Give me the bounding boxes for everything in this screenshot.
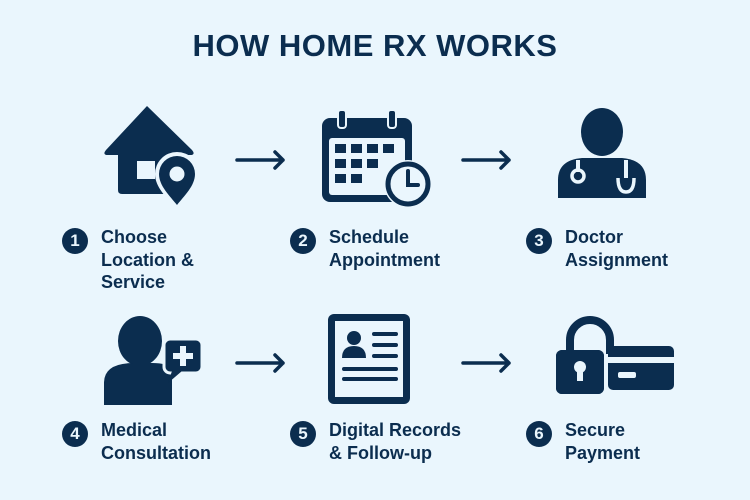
step-5: 5 Digital Records& Follow-up <box>290 419 461 464</box>
digital-record-icon <box>328 314 410 404</box>
arrow-right-icon <box>235 150 285 170</box>
lock-card-icon <box>556 316 674 394</box>
page-title: HOW HOME RX WORKS <box>192 28 558 63</box>
arrow-right-icon <box>461 150 511 170</box>
house-location-icon <box>104 106 199 208</box>
arrow-right-icon <box>235 353 285 373</box>
step-label: Digital Records& Follow-up <box>329 420 462 463</box>
step-number: 2 <box>290 228 316 254</box>
step-number: 4 <box>62 421 88 447</box>
patient-medical-chat-icon <box>104 316 204 405</box>
doctor-icon <box>558 108 646 198</box>
step-number: 6 <box>526 421 552 447</box>
calendar-clock-icon <box>322 109 432 208</box>
step-number: 3 <box>526 228 552 254</box>
step-number: 5 <box>290 421 316 447</box>
step-number: 1 <box>62 228 88 254</box>
arrow-right-icon <box>461 353 511 373</box>
